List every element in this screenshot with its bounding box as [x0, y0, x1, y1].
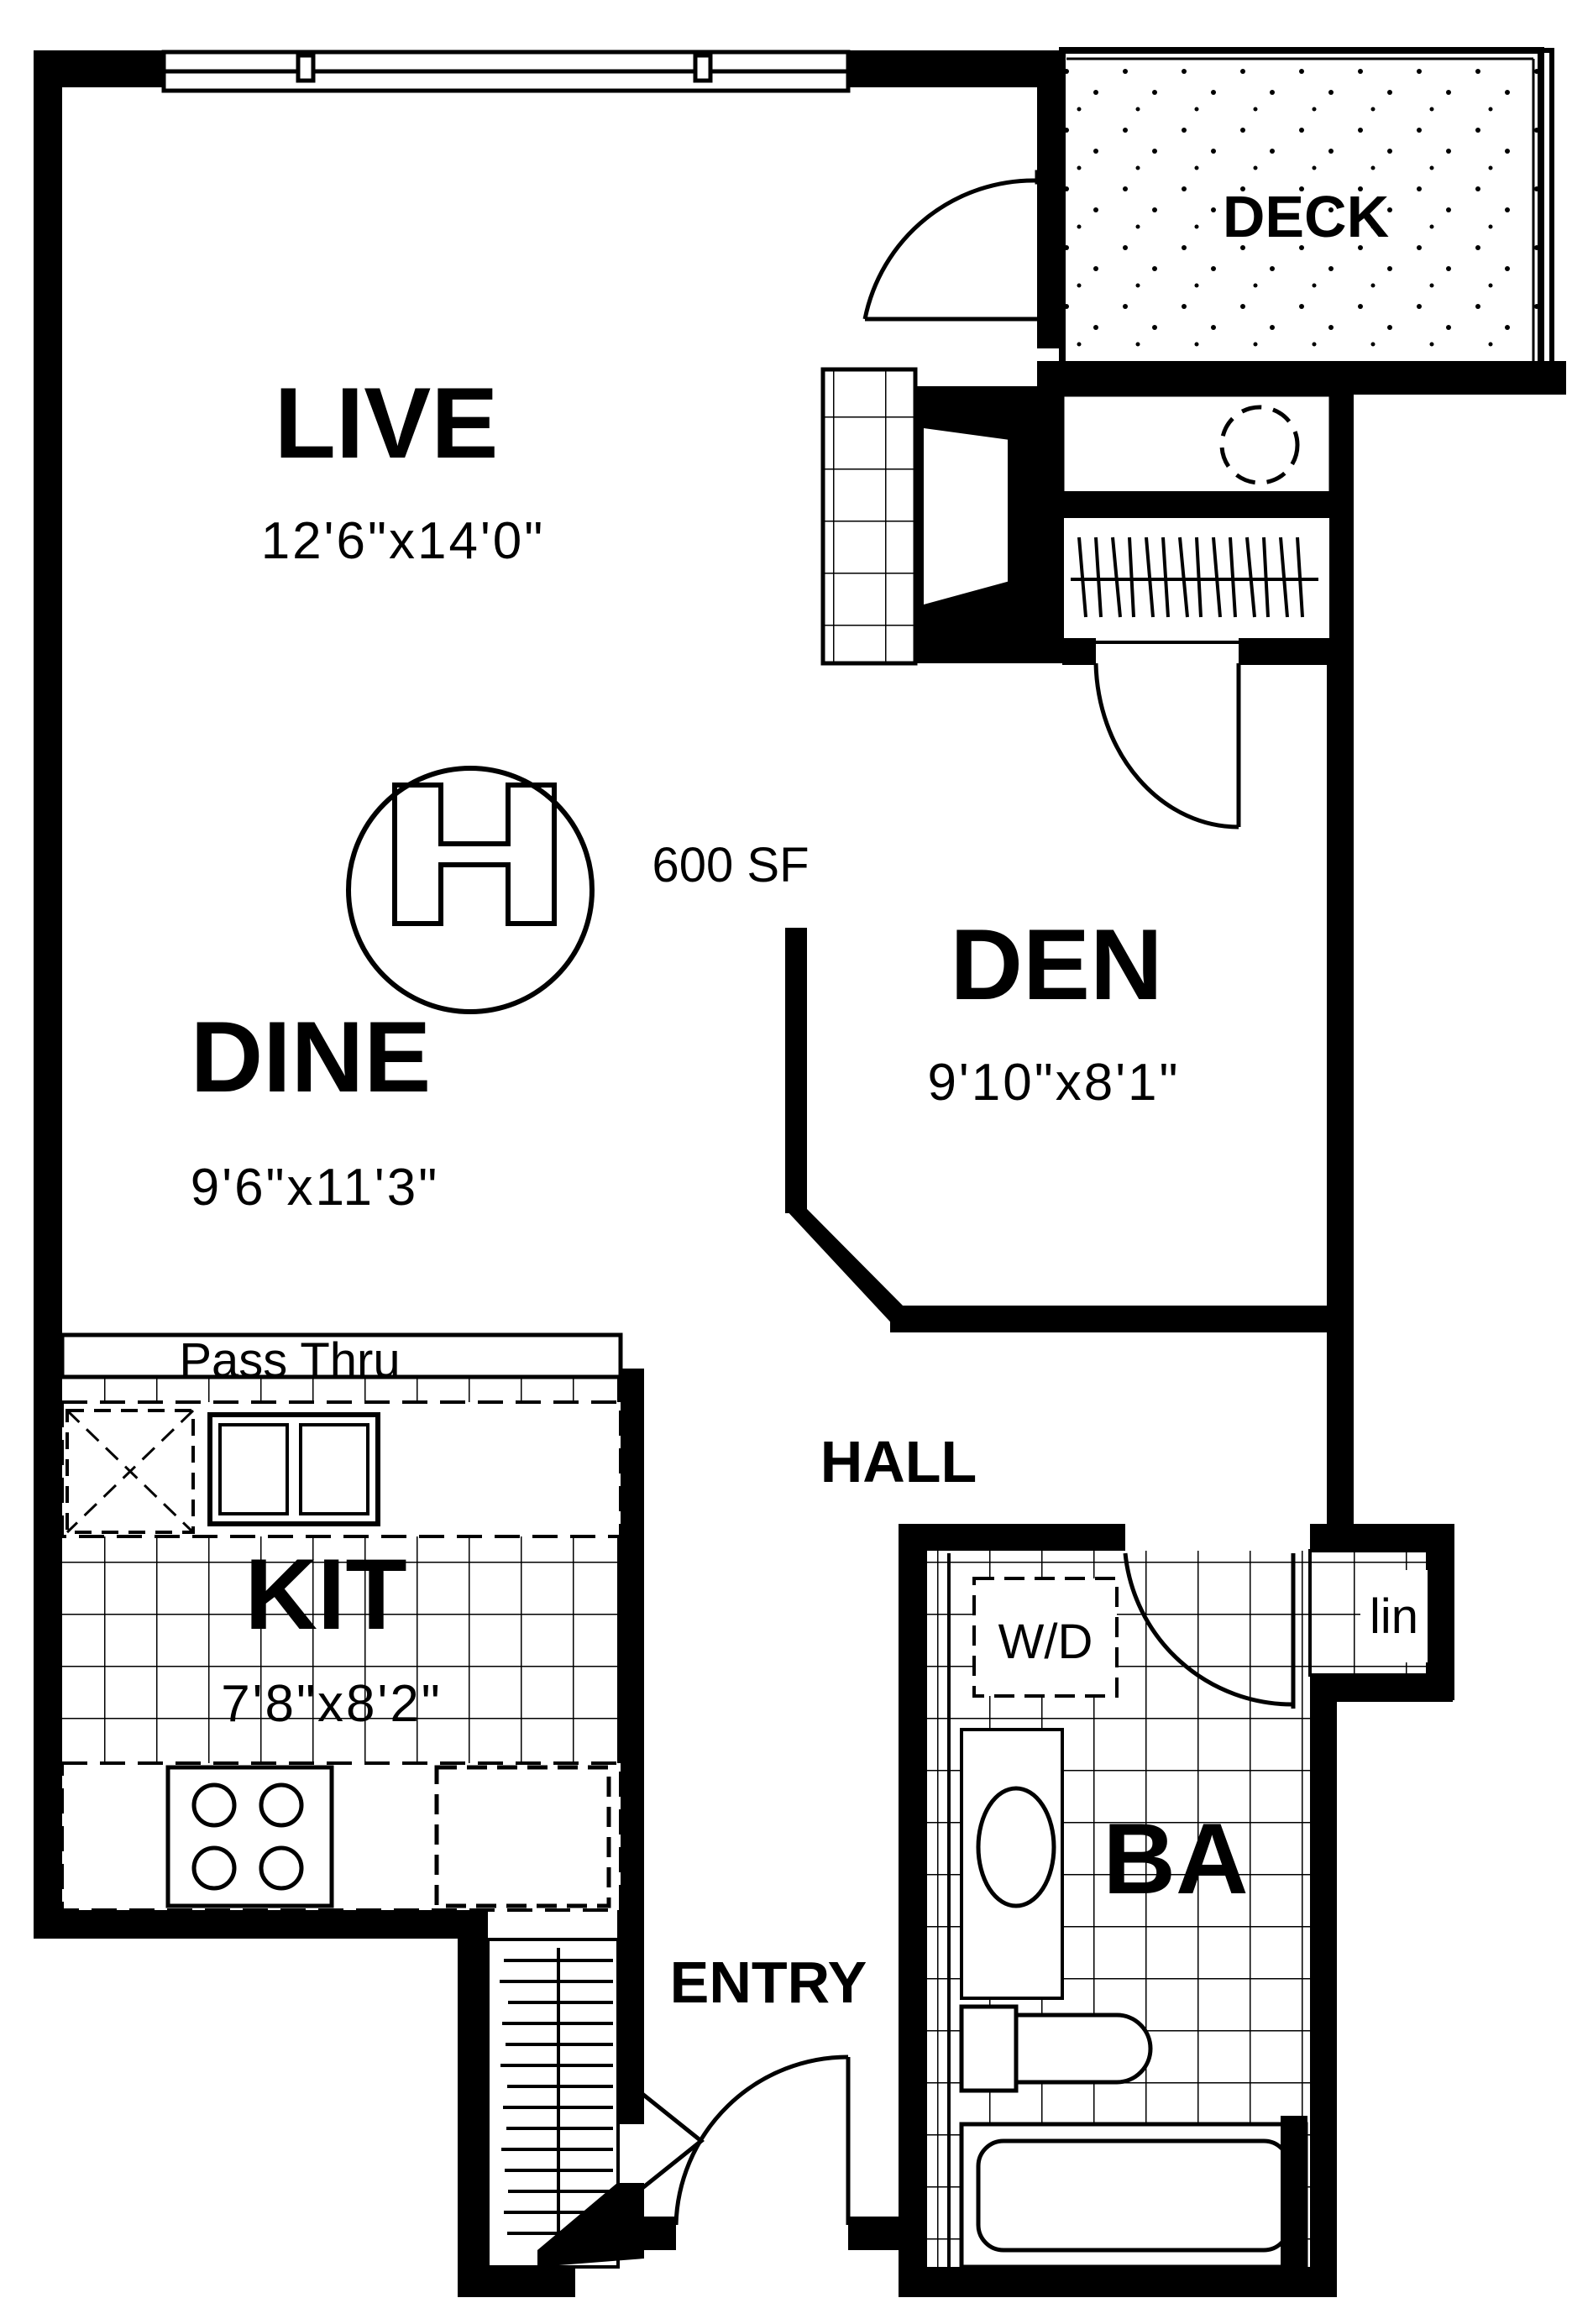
- water-heater-closet: [1060, 392, 1334, 518]
- bathroom: [927, 1549, 1429, 2269]
- room-dims-den: 9'10"x8'1": [927, 1054, 1180, 1112]
- area-label: 600 SF: [652, 838, 810, 892]
- room-label-ba: BA: [1103, 1803, 1248, 1915]
- room-label-live: LIVE: [275, 367, 499, 479]
- kitchen: [60, 1332, 623, 1912]
- washer-dryer-label: W/D: [998, 1615, 1093, 1669]
- room-label-den: DEN: [950, 908, 1162, 1021]
- fireplace: [820, 367, 1066, 666]
- room-dims-dine: 9'6"x11'3": [191, 1159, 440, 1217]
- deck-door: [862, 170, 1065, 322]
- room-dims-live: 12'6"x14'0": [261, 512, 546, 570]
- entry-closet: [486, 1923, 705, 2269]
- pass-thru-label: Pass Thru: [179, 1333, 400, 1388]
- den-wall: [785, 928, 1335, 1332]
- room-label-kit: KIT: [244, 1538, 406, 1651]
- room-label-hall: HALL: [820, 1429, 977, 1494]
- window: [161, 50, 851, 93]
- room-label-entry: ENTRY: [670, 1950, 867, 2015]
- deck: [1059, 47, 1554, 369]
- room-label-dine: DINE: [191, 1001, 432, 1113]
- entry-door: [673, 2054, 851, 2226]
- dining-table: [346, 766, 595, 1014]
- room-label-deck: DECK: [1223, 184, 1389, 249]
- closet-door: [1093, 662, 1241, 830]
- den-closet: [1061, 515, 1333, 665]
- linen-closet-label: lin: [1370, 1589, 1418, 1644]
- room-dims-kit: 7'8"x8'2": [221, 1675, 443, 1733]
